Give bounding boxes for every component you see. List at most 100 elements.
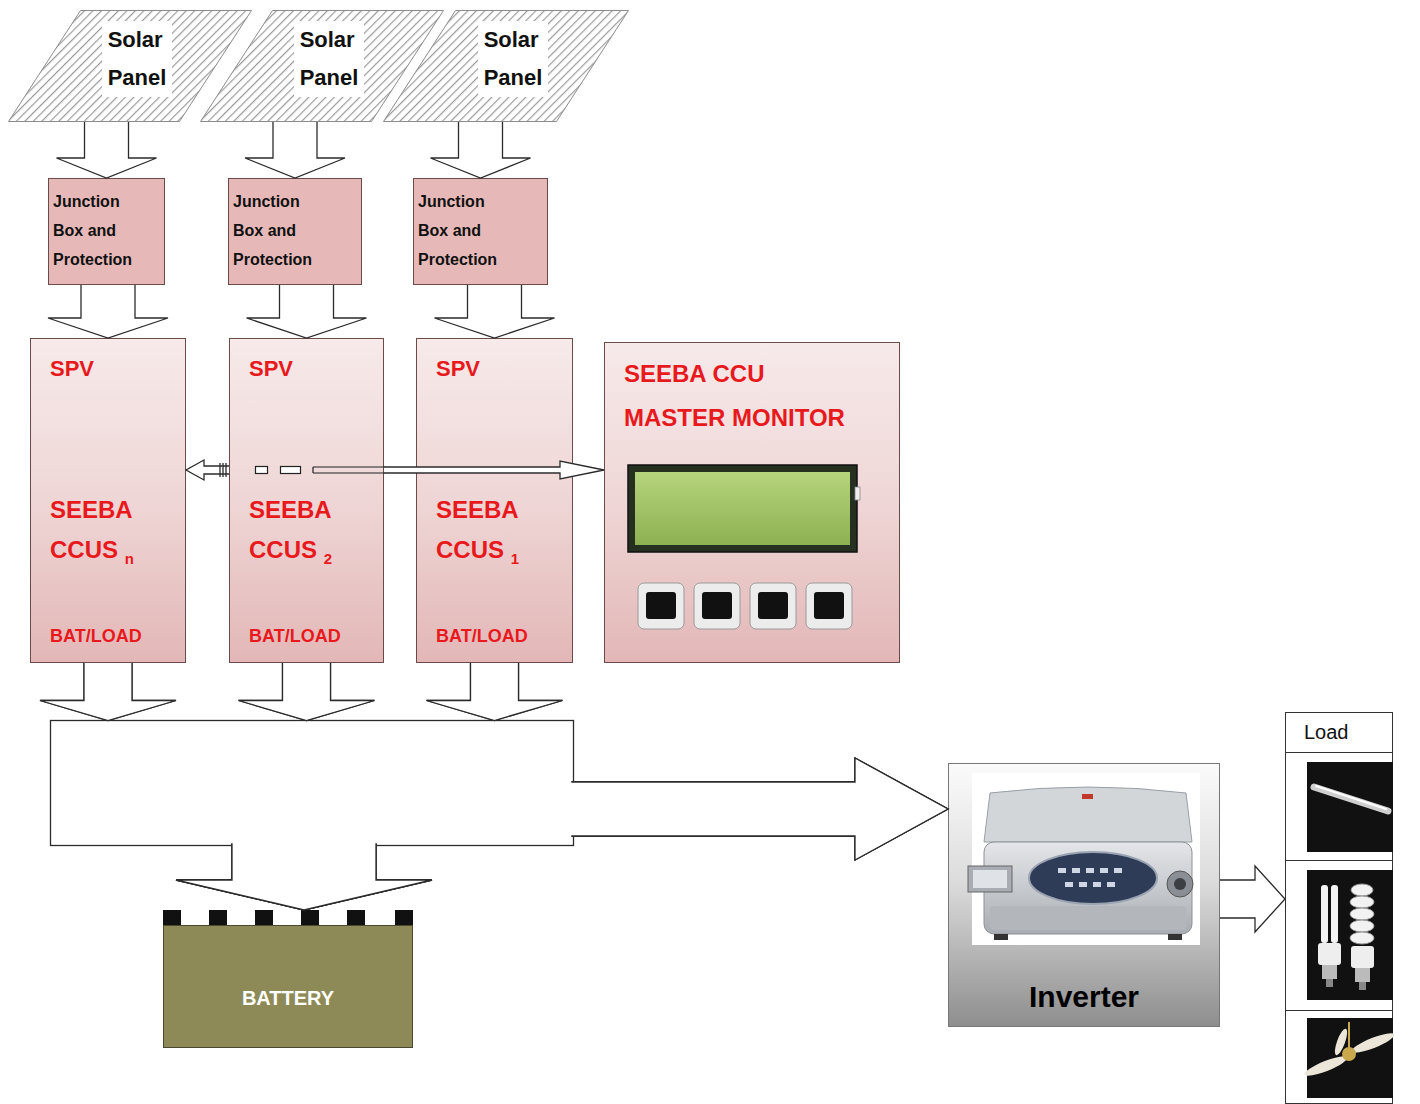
signal-port [256,467,268,474]
junction-box: Junction Box and Protection [413,178,548,285]
cfl-spiral [1351,884,1373,896]
flow-arrow [48,285,168,338]
solar-panel: Solar Panel [200,10,444,122]
control-key [1107,882,1115,887]
fan-rod [1348,1022,1350,1050]
box-fill [1285,712,1393,1104]
battery-terminal [163,910,181,925]
inverter-socket [968,866,1012,892]
flow-arrow [435,285,555,338]
cfl-base [1318,943,1341,965]
control-key [1086,868,1094,873]
inverter-knob [1167,871,1193,897]
unit-index: 1 [511,550,519,567]
inverter-knob-center [1174,878,1186,890]
inverter-lid [984,787,1192,842]
inverter-band [990,906,1186,930]
key-face [646,592,676,619]
unit-index: n [125,550,134,567]
cfl-spiral [1350,908,1374,920]
panel-label: Solar Panel [294,21,365,97]
unit-name: SEEBA CCUS n [50,490,176,570]
key-button [638,583,684,629]
flow-arrow [186,460,229,480]
box-fill [604,342,900,663]
table-rule [1285,1010,1393,1011]
panel-label: Solar Panel [102,21,173,97]
flow-arrow [384,461,604,479]
charge-controller: SPVSEEBA CCUS 1BAT/LOAD [416,338,573,663]
load-table: Load [1285,712,1393,1104]
control-key [1058,868,1066,873]
battery: BATTERY [163,910,413,1048]
key-button [750,583,796,629]
cfl-tube [1321,885,1328,943]
control-key [1114,868,1122,873]
battery-label: BATTERY [242,986,334,1010]
solar-panel-shape [384,11,629,122]
flow-arrow [247,285,367,338]
lcd-tab [855,487,860,500]
cfl-tube [1331,885,1338,943]
charge-controller: SPVSEEBA CCUS 2BAT/LOAD [229,338,384,663]
flow-arrow [239,663,949,860]
solar-panel: Solar Panel [8,10,252,122]
output-label: BAT/LOAD [249,625,341,647]
signal-lead [313,467,385,473]
photo-ground [972,773,1200,945]
flow-arrow [245,122,345,178]
unit-name: SEEBA CCUS 2 [249,490,374,570]
control-key [1079,882,1087,887]
control-panel [1029,852,1157,904]
inverter-logo [1082,794,1093,799]
table-rule [1285,752,1393,753]
solar-panel: Solar Panel [383,10,629,122]
battery-terminal [301,910,319,925]
cfl-cap [1322,965,1337,979]
output-label: BAT/LOAD [50,625,142,647]
table-rule [1285,860,1393,861]
flow-arrow [1220,866,1285,932]
unit-type: SPV [436,356,480,382]
flow-arrow [57,122,157,178]
charge-controller: SPV SEEBA CCUS n BAT/LOAD [30,338,186,663]
inverter-socket-face [973,870,1007,888]
inverter-label: Inverter [1029,979,1139,1015]
unit-type: SPV [50,356,94,382]
key-face [702,592,732,619]
cfl-pin [1359,982,1366,990]
cfl-spiral [1350,896,1374,908]
inverter-foot [1168,934,1182,940]
table-heading: Load [1304,720,1393,744]
key-face [758,592,788,619]
inverter-box: Inverter [948,763,1220,1027]
monitor-title: SEEBA CCU MASTER MONITOR [624,352,859,440]
control-key [1065,882,1073,887]
cfl-spiral [1350,920,1374,932]
cfl-pin [1326,979,1333,987]
panel-label: Solar Panel [478,21,549,97]
key-button [694,583,740,629]
unit-index: 2 [324,550,332,567]
solar-panel-shape [201,11,444,122]
inverter-front [984,842,1192,934]
junction-label: Junction Box and Protection [418,187,514,274]
battery-terminal [347,910,365,925]
fan-photo [1307,1018,1393,1098]
signal-port [281,467,301,474]
fan-blade [1303,1053,1349,1080]
lcd-bezel [628,465,857,552]
cfl-photo [1307,870,1393,1000]
box-fill [163,925,413,1048]
control-key [1072,868,1080,873]
cfl-base [1351,946,1374,968]
control-key [1093,882,1101,887]
junction-box: Junction Box and Protection [48,178,165,285]
flow-arrow [431,122,531,178]
output-label: BAT/LOAD [436,625,528,647]
flow-arrow [40,663,948,860]
solar-panel-shape [9,11,252,122]
battery-terminal [395,910,413,925]
